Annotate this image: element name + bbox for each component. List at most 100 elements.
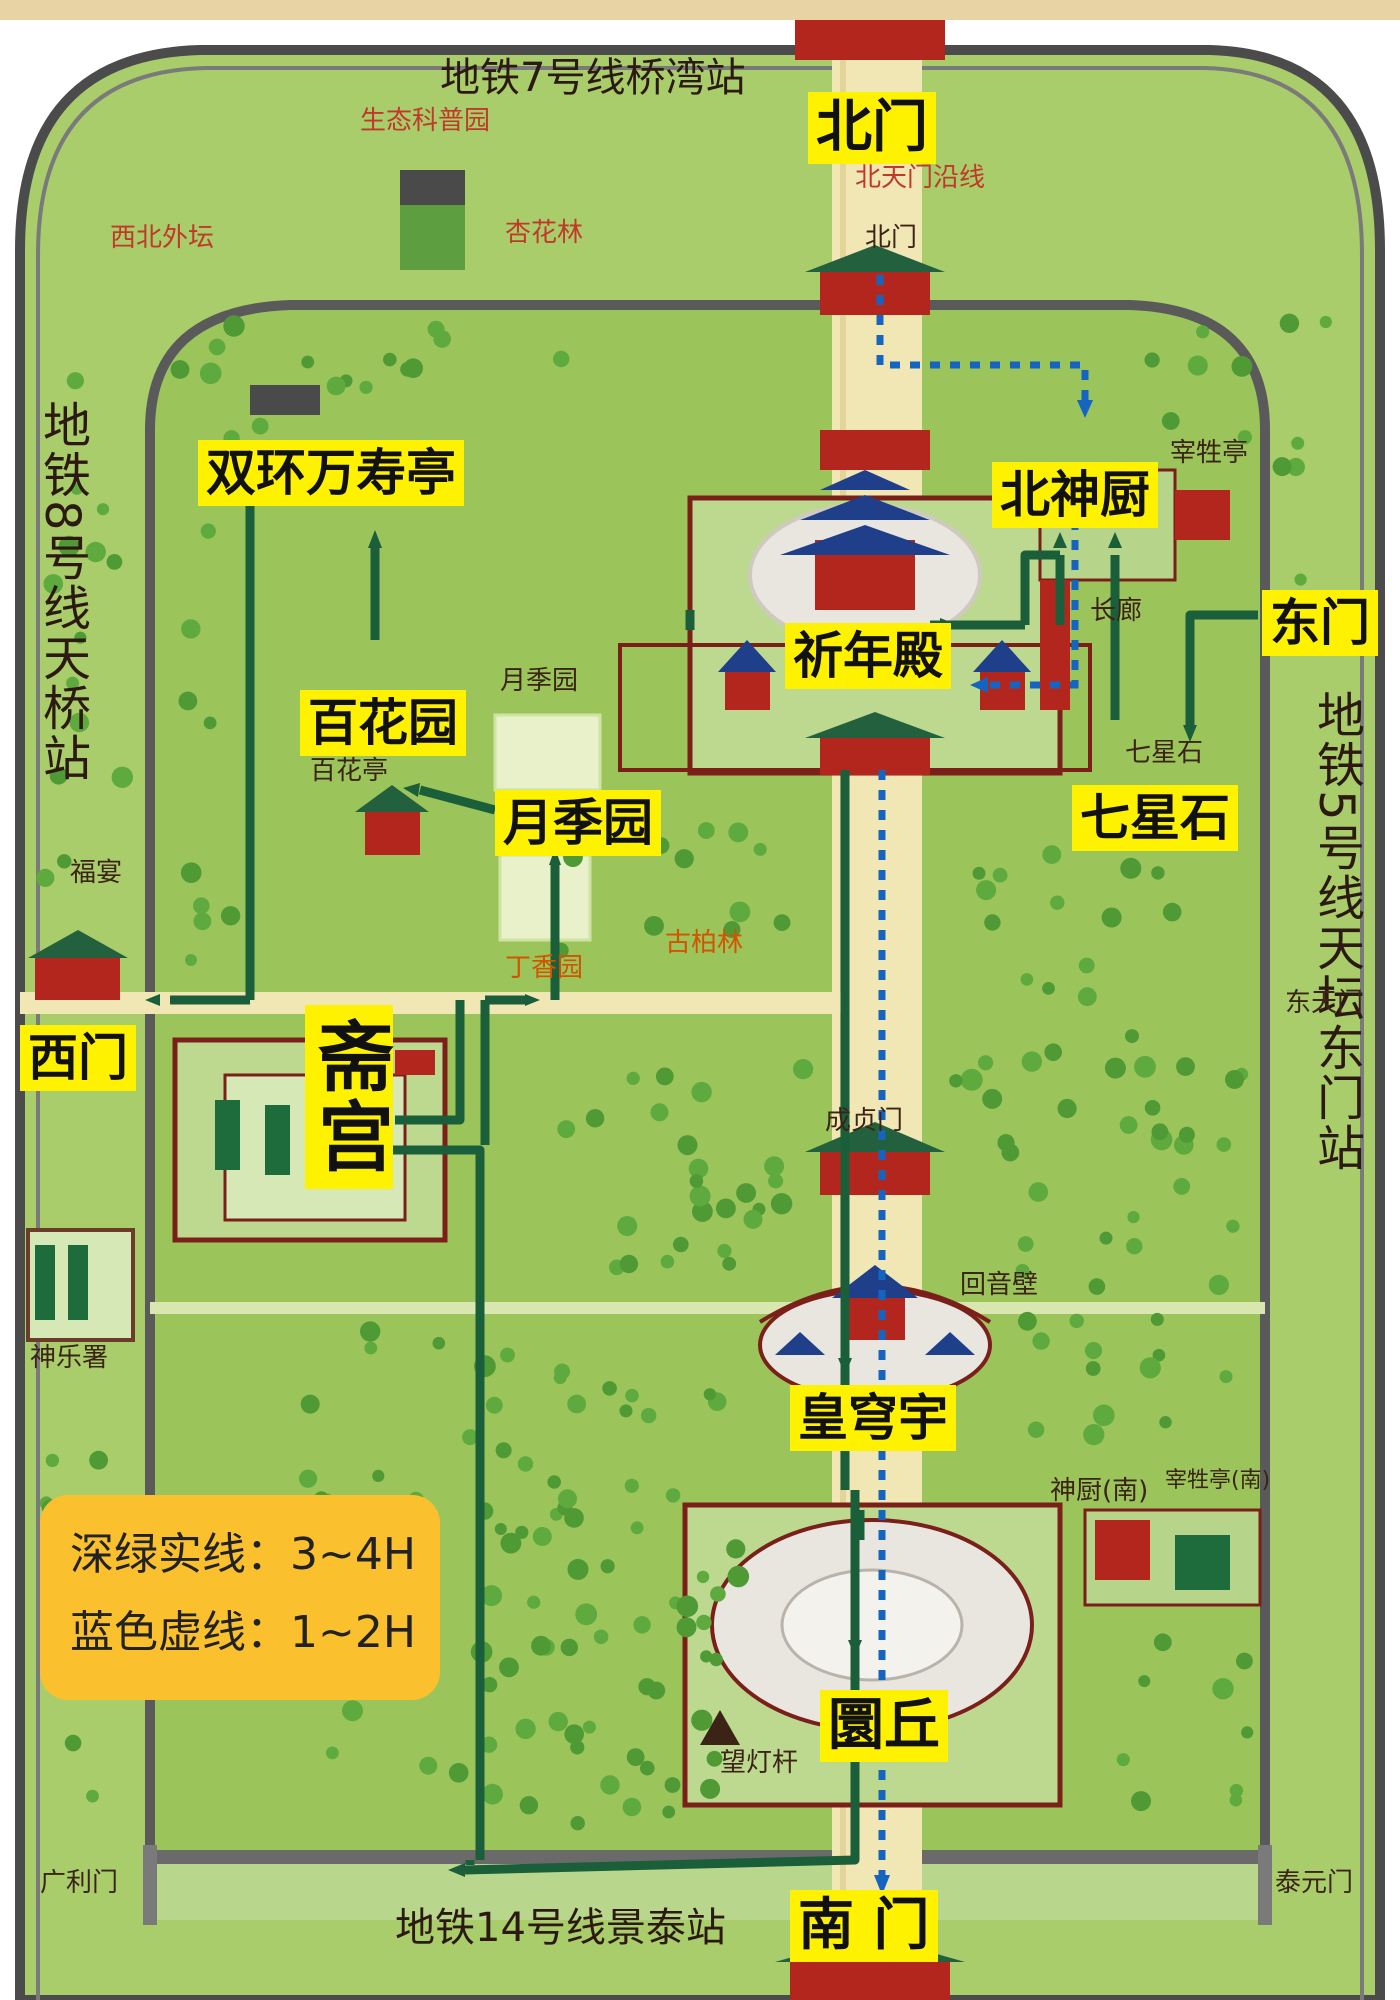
tree [703, 1388, 717, 1401]
tree [1144, 352, 1160, 368]
fuyan-roof [28, 930, 128, 958]
tree [1216, 1137, 1232, 1152]
tree [208, 338, 226, 356]
tree [106, 554, 123, 570]
tree [976, 880, 997, 901]
tree [729, 901, 751, 923]
tree [1138, 1675, 1151, 1688]
station-bottom: 地铁14号线景泰站 [395, 1905, 726, 1951]
tree [972, 866, 986, 880]
tree [1237, 430, 1252, 445]
tree [1236, 1652, 1253, 1670]
tree [1044, 1043, 1062, 1061]
eco-park-building [400, 170, 465, 205]
tree [1319, 315, 1332, 329]
tree [515, 1525, 529, 1539]
tree [1159, 1416, 1172, 1429]
changlang-label: 长廊 [1090, 596, 1143, 626]
tree [494, 1523, 507, 1535]
tree [193, 912, 212, 931]
tree [89, 1450, 108, 1470]
tree [66, 676, 80, 690]
tree [45, 1453, 60, 1468]
tree [619, 1404, 633, 1418]
chengzhen-gate [820, 1150, 930, 1195]
tree [641, 1407, 657, 1424]
huangqiongyu-label: 皇穹宇 [790, 1385, 956, 1451]
gubailin-label: 古柏林 [665, 928, 744, 958]
qinian-roof-2 [800, 495, 930, 520]
tree [342, 1700, 363, 1722]
tree [753, 842, 767, 856]
zhaigong-green-block-2 [265, 1105, 290, 1175]
tree [1120, 857, 1142, 879]
tree [500, 1532, 522, 1554]
tree [553, 350, 570, 368]
tree [1119, 1116, 1138, 1134]
tree [1291, 436, 1305, 450]
tree [1208, 1274, 1229, 1295]
tree [619, 1254, 639, 1274]
tree [630, 1521, 644, 1535]
tree [709, 1652, 723, 1667]
tree [688, 1158, 709, 1179]
tree [181, 619, 201, 639]
tree [1294, 573, 1307, 586]
tree [486, 1396, 503, 1414]
tree [433, 330, 452, 348]
tree [650, 1103, 669, 1122]
south-wall [150, 1850, 1265, 1864]
north-line-label: 北天门沿线 [855, 163, 986, 193]
tree [185, 954, 197, 966]
tree [689, 1185, 711, 1207]
shenchu-building-2 [1175, 1535, 1230, 1590]
south-gate-building [790, 1960, 950, 2000]
tree [575, 1603, 598, 1626]
tree [564, 1724, 584, 1744]
tree [383, 352, 397, 367]
shenyueshu-block-2 [68, 1245, 88, 1320]
tree [1050, 895, 1065, 910]
yuanqiu-label: 圜丘 [820, 1690, 948, 1762]
legend-box: 深绿实线：3~4H 蓝色虚线：1~2H [40, 1495, 440, 1700]
north-gate-building [820, 270, 930, 315]
tree [1001, 1143, 1020, 1162]
chengzhen-gate-roof [805, 1122, 945, 1152]
tree [1279, 313, 1300, 333]
tree [519, 1796, 539, 1815]
yuejiyuan-garden [493, 713, 602, 792]
tree [710, 1586, 726, 1602]
tree [49, 766, 68, 785]
tree [482, 1783, 503, 1805]
tree [403, 358, 424, 379]
shenchu-building-1 [1095, 1520, 1150, 1580]
zaishengting-south-label: 宰牲亭(南) [1165, 1468, 1271, 1493]
north-gate-label: 北门 [808, 92, 936, 164]
tree [557, 1120, 576, 1138]
tree [1173, 1178, 1191, 1195]
station-right: 地铁5号线天坛东门站 [1308, 690, 1364, 1173]
tree [1101, 907, 1122, 928]
tree [1028, 1182, 1049, 1202]
tree [1131, 1791, 1151, 1812]
tree [1069, 1313, 1084, 1329]
guangli-gate-label: 广利门 [40, 1868, 119, 1898]
tree [1020, 973, 1034, 986]
tree [515, 1718, 536, 1740]
tree [674, 849, 694, 869]
tree [1088, 1278, 1106, 1295]
tree [1085, 1361, 1101, 1376]
qixingshi-small-label: 七星石 [1125, 738, 1204, 768]
huangqian-hall [820, 430, 930, 470]
zaishengting-building [1175, 490, 1230, 540]
beishenchu-label: 北神厨 [992, 462, 1158, 528]
shuanghuan-label: 双环万寿亭 [198, 440, 464, 506]
tree [448, 1763, 469, 1783]
shenchu-south-label: 神厨(南) [1050, 1476, 1149, 1506]
tree [553, 1371, 567, 1385]
tree [299, 1469, 318, 1488]
tree [633, 1616, 651, 1634]
zhaigong-label: 斋宫 [305, 1005, 394, 1189]
tree [567, 1394, 587, 1414]
tree [1150, 1312, 1164, 1326]
